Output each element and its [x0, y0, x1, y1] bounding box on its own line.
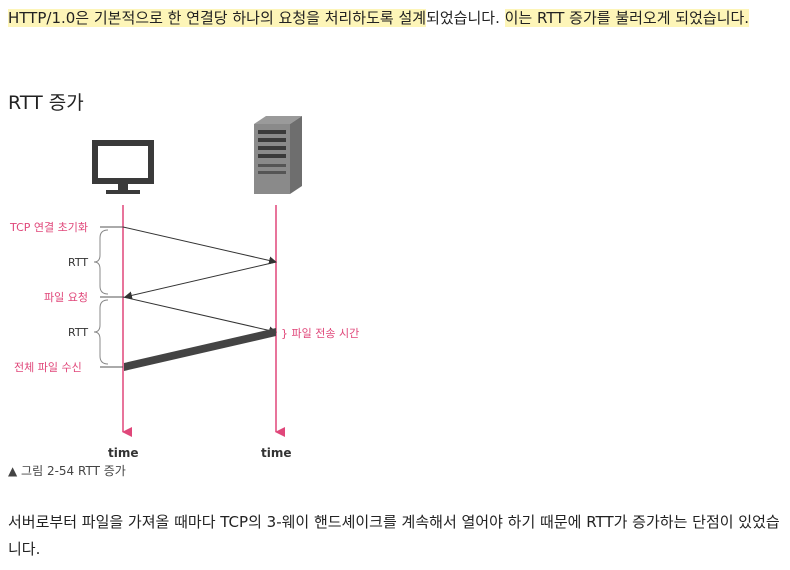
rtt-brace-1: [93, 229, 109, 295]
request-arrow: [122, 296, 277, 335]
label-transfer-time: } 파일 전송 시간: [281, 326, 359, 340]
label-time-server: time: [261, 446, 292, 460]
syn-arrow: [122, 226, 277, 265]
conclusion-paragraph: 서버로부터 파일을 가져올 때마다 TCP의 3-웨이 핸드셰이크를 계속해서 …: [8, 513, 780, 558]
rtt-brace-2: [93, 299, 109, 365]
file-transfer-band: [124, 328, 276, 371]
server-icon: [254, 116, 302, 194]
intro-text: 되었습니다.: [426, 9, 505, 27]
label-rtt-2: RTT: [68, 326, 88, 339]
synack-arrow: [124, 261, 277, 300]
rtt-diagram: TCP 연결 초기화 RTT 파일 요청 RTT 전체 파일 수신 } 파일 전…: [9, 116, 359, 460]
figure-caption: ▲ 그림 2-54 RTT 증가: [8, 464, 126, 478]
highlight-2: 이는 RTT 증가를 불러오게 되었습니다.: [504, 9, 750, 27]
label-tcp-init: TCP 연결 초기화: [9, 221, 88, 234]
client-monitor-icon: [92, 140, 154, 194]
label-file-request: 파일 요청: [44, 290, 88, 304]
label-full-receive: 전체 파일 수신: [14, 360, 82, 374]
section-title: RTT 증가: [8, 92, 84, 114]
intro-paragraph: HTTP/1.0은 기본적으로 한 연결당 하나의 요청을 처리하도록 설계되었…: [8, 4, 783, 32]
highlight-1: HTTP/1.0은 기본적으로 한 연결당 하나의 요청을 처리하도록 설계: [8, 9, 427, 27]
label-time-client: time: [108, 446, 139, 460]
label-rtt-1: RTT: [68, 256, 88, 269]
